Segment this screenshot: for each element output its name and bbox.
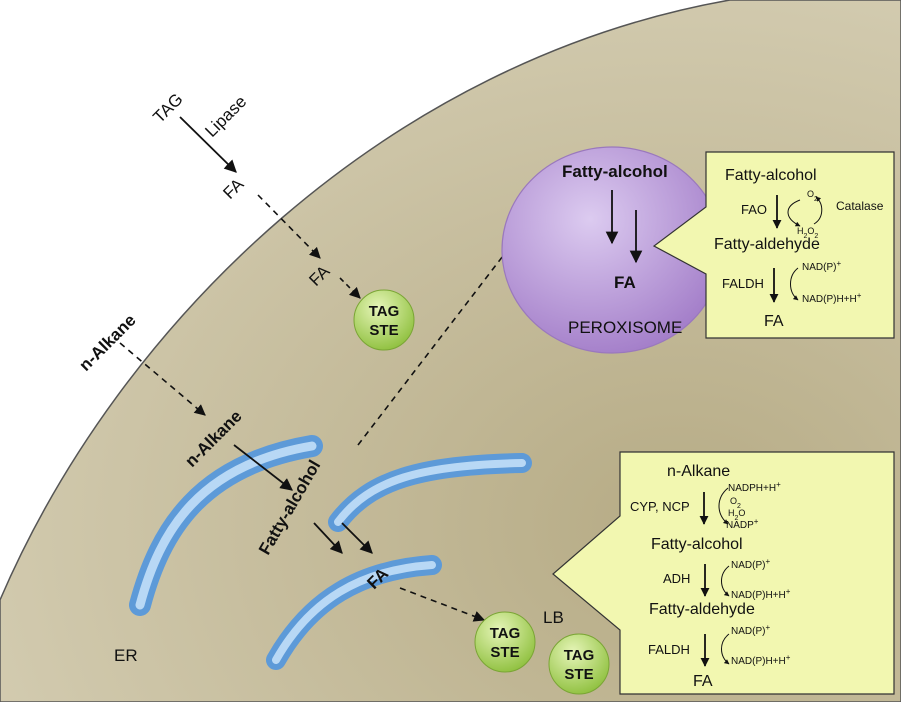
tag-outside-label: TAG xyxy=(149,90,186,127)
peroxisome-fatty-alcohol: Fatty-alcohol xyxy=(562,162,668,181)
fa-to-droplet-arrow xyxy=(339,277,361,299)
box2-fa: FA xyxy=(693,673,713,690)
box2-nad-p2: NAD(P)+ xyxy=(731,623,770,638)
box2-fatty-alcohol: Fatty-alcohol xyxy=(651,536,743,553)
box1-h2o2: H2O2 xyxy=(797,226,818,240)
droplet-1-line2: STE xyxy=(369,322,398,339)
box2-adh-cycle xyxy=(721,565,730,597)
box2-nadph-h: NADPH+H+ xyxy=(728,480,781,495)
box2-h2o: H2O xyxy=(728,508,745,522)
fa-to-lipid-droplet-arrow xyxy=(399,587,486,622)
box1-faldh: FALDH xyxy=(722,276,764,291)
fa-outside-label: FA xyxy=(219,174,248,203)
droplet-3-line1: TAG xyxy=(564,647,595,664)
lipase-label: Lipase xyxy=(201,92,250,141)
box1-fatty-alcohol: Fatty-alcohol xyxy=(725,167,817,184)
er-pathway-box: n-Alkane CYP, NCP NADPH+H+ O2 H2O NADP+ … xyxy=(552,451,895,695)
box2-faldh-cycle xyxy=(721,633,730,665)
er-membrane xyxy=(129,435,532,670)
n-alkane-uptake-arrow xyxy=(119,342,206,416)
box1-o2: O2 xyxy=(807,189,818,203)
box1-catalase-return xyxy=(813,196,823,225)
box2-faldh: FALDH xyxy=(648,642,690,657)
peroxisome-pathway-box: Fatty-alcohol FAO O2 H2O2 Catalase Fatty… xyxy=(652,151,895,339)
fa-transport-arrow xyxy=(257,194,321,259)
peroxisome-label: PEROXISOME xyxy=(568,318,682,337)
box2-o2: O2 xyxy=(730,496,741,510)
box2-nad-ph2: NAD(P)H+H+ xyxy=(731,653,791,668)
lipid-droplet-3: TAG STE xyxy=(548,633,610,695)
box2-cyp-cycle xyxy=(718,487,729,525)
box1-nadp: NAD(P)+ xyxy=(802,259,841,274)
box2-nadp: NADP+ xyxy=(726,517,759,532)
box2-nad-p: NAD(P)+ xyxy=(731,557,770,572)
box1-catalase: Catalase xyxy=(836,199,884,213)
box1-nad-cycle xyxy=(790,267,799,301)
peroxisome: Fatty-alcohol FA PEROXISOME xyxy=(501,146,723,354)
box2-nad-ph: NAD(P)H+H+ xyxy=(731,587,791,602)
box2-fatty-aldehyde: Fatty-aldehyde xyxy=(649,601,755,618)
er-label: ER xyxy=(114,646,138,665)
n-alkane-outside-label: n-Alkane xyxy=(75,311,139,375)
peroxisome-fa: FA xyxy=(614,273,636,292)
box1-fao: FAO xyxy=(741,202,767,217)
droplet-3-line2: STE xyxy=(564,666,593,683)
box1-fatty-aldehyde: Fatty-aldehyde xyxy=(714,236,820,253)
lipase-arrow xyxy=(179,116,237,173)
fatty-alcohol-oxidation-arrow-1 xyxy=(313,522,343,554)
box1-catalase-cycle xyxy=(787,199,801,227)
lipid-droplet-1: TAG STE xyxy=(353,289,415,351)
droplet-2-line1: TAG xyxy=(490,625,521,642)
box2-adh: ADH xyxy=(663,571,690,586)
box2-cyp-ncp: CYP, NCP xyxy=(630,499,690,514)
droplet-2-line2: STE xyxy=(490,644,519,661)
box1-nadph: NAD(P)H+H+ xyxy=(802,291,862,306)
alkane-oxidation-arrow xyxy=(233,444,293,491)
fatty-alcohol-oxidation-arrow-2 xyxy=(341,522,373,554)
droplet-1-line1: TAG xyxy=(369,303,400,320)
box2-n-alkane: n-Alkane xyxy=(667,463,730,480)
lipid-droplet-2: TAG STE xyxy=(474,611,536,673)
lb-label: LB xyxy=(543,608,564,627)
box1-fa: FA xyxy=(764,313,784,330)
